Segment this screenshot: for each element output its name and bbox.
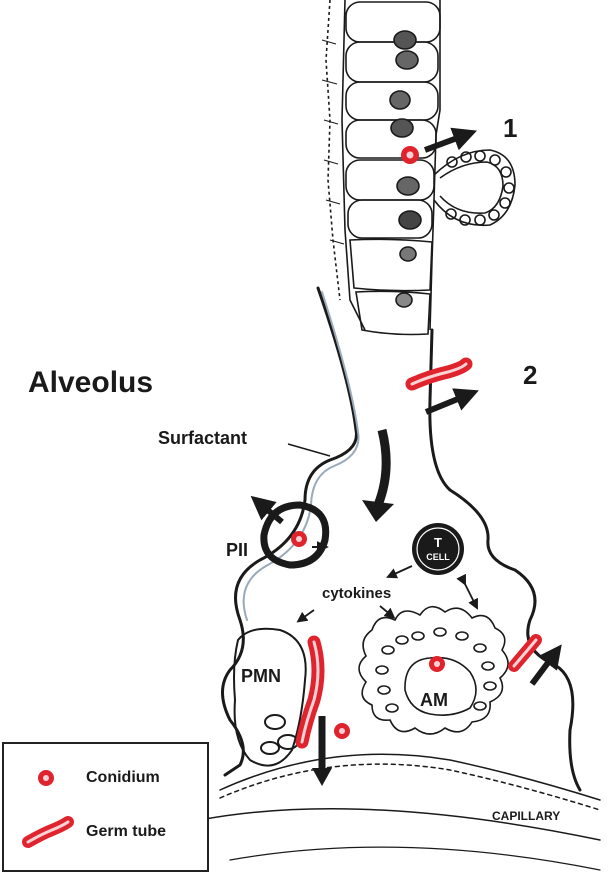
alveolus-wall xyxy=(200,288,600,870)
conidium-macrophage xyxy=(429,656,445,672)
arrow-2 xyxy=(426,394,470,412)
cytokines-label: cytokines xyxy=(322,585,391,602)
pneumocyte-label: PII xyxy=(226,540,248,560)
inflow-arrowhead xyxy=(362,500,394,522)
am-label: AM xyxy=(420,690,448,710)
germ-tube-icon xyxy=(18,814,74,854)
germ-tube-alveolar-entry xyxy=(412,364,466,384)
conidium-capillary xyxy=(334,723,350,739)
cytokines-to-pii-arrow xyxy=(300,610,314,620)
step-1-label: 1 xyxy=(503,113,517,143)
surfactant-pointer xyxy=(288,444,330,456)
conidium-icon xyxy=(18,760,74,800)
step-2-label: 2 xyxy=(523,360,537,390)
airway-conidium xyxy=(401,146,419,164)
t-cell-letter: T xyxy=(434,535,442,550)
tcell-to-cytokines-arrow xyxy=(390,566,412,576)
t-cell: T CELL xyxy=(412,523,464,575)
legend: Conidium Germ tube xyxy=(2,742,209,872)
legend-item-conidium: Conidium xyxy=(4,760,207,800)
legend-item-germ-tube: Germ tube xyxy=(4,814,207,854)
tcell-am-double-arrow xyxy=(464,582,476,606)
arrow-1 xyxy=(425,134,468,150)
t-cell-word: CELL xyxy=(426,552,450,562)
legend-label-germ-tube: Germ tube xyxy=(86,823,166,841)
germ-tube-escape xyxy=(514,640,536,666)
pmn-label: PMN xyxy=(241,666,281,686)
escape-arrow xyxy=(532,652,556,684)
pmn-cell xyxy=(234,629,306,766)
alveolus-label: Alveolus xyxy=(28,366,153,399)
pmn-down-arrowhead xyxy=(312,768,332,786)
inflow-arrow xyxy=(378,430,386,505)
cytokines-to-am-arrow xyxy=(380,606,392,616)
surfactant-label: Surfactant xyxy=(158,428,247,448)
legend-label-conidium: Conidium xyxy=(86,769,160,787)
airway-epithelium xyxy=(322,0,515,335)
capillary-label: CAPILLARY xyxy=(492,809,560,823)
